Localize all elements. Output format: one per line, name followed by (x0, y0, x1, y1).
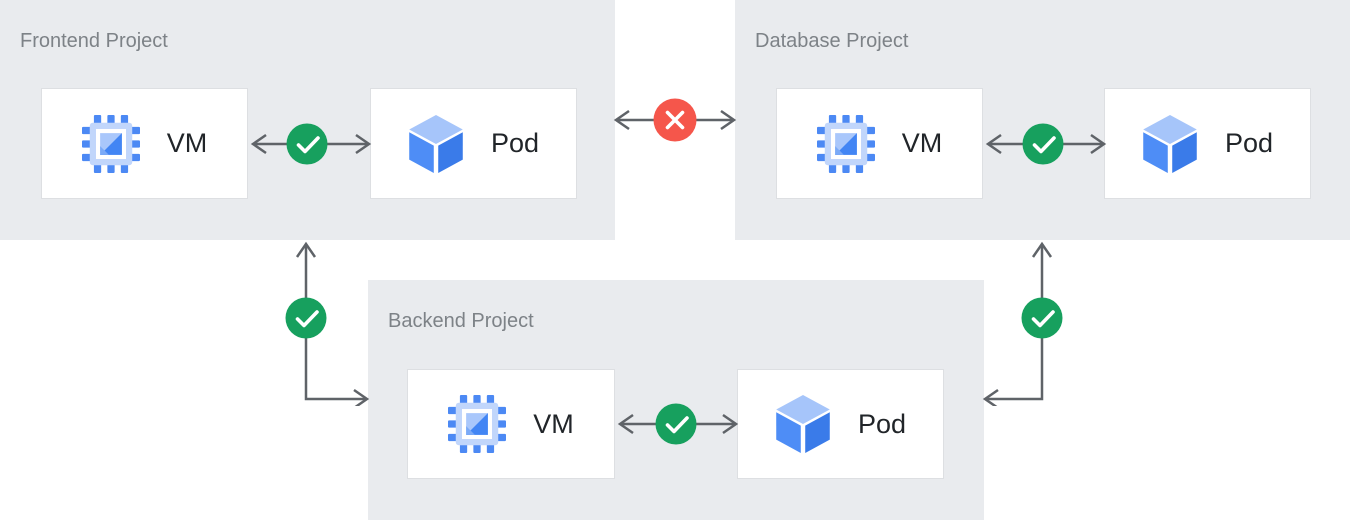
pod-icon (1142, 114, 1198, 173)
vm-icon (448, 395, 507, 453)
connection-database-vm-pod (985, 123, 1107, 165)
check-icon (665, 416, 689, 434)
arrow-up-icon (1031, 241, 1053, 258)
arrow-right-icon (353, 388, 370, 406)
pod-icon (408, 114, 464, 173)
cross-icon (665, 110, 685, 130)
pod-label: Pod (857, 408, 907, 439)
arrow-left-icon (982, 388, 999, 406)
connection-frontend-vm-pod (250, 123, 372, 165)
arrow-right-icon (1090, 133, 1107, 155)
arrow-left-icon (985, 133, 1002, 155)
vm-label: VM (901, 128, 943, 158)
node-card-frontend-pod: Pod (370, 88, 577, 199)
arrow-right-icon (355, 133, 372, 155)
connection-frontend-backend (285, 241, 370, 406)
check-icon (1031, 310, 1055, 328)
vm-label: VM (166, 128, 208, 158)
project-title-database: Database Project (755, 30, 909, 52)
arrow-left-icon (613, 109, 630, 131)
arrow-left-icon (250, 133, 267, 155)
node-card-database-pod: Pod (1104, 88, 1311, 199)
node-card-frontend-vm: VM (41, 88, 248, 199)
vm-icon (81, 114, 140, 173)
node-card-backend-vm: VM (407, 369, 615, 479)
arrow-right-icon (720, 109, 737, 131)
arrow-left-icon (617, 413, 634, 435)
node-card-database-vm: VM (776, 88, 983, 199)
project-title-backend: Backend Project (388, 310, 534, 332)
project-box-frontend: Frontend Project VM (0, 0, 615, 240)
pod-label: Pod (490, 128, 540, 158)
connection-frontend-database (613, 98, 737, 142)
connection-backend-vm-pod (617, 403, 739, 445)
project-title-frontend: Frontend Project (20, 30, 168, 52)
project-box-database: Database Project VM (735, 0, 1350, 240)
project-box-backend: Backend Project VM (368, 280, 984, 520)
vm-label: VM (533, 408, 574, 439)
connection-database-backend (982, 241, 1063, 406)
vm-icon (816, 114, 875, 173)
arrow-up-icon (295, 241, 317, 258)
pod-icon (775, 395, 831, 453)
pod-label: Pod (1224, 128, 1274, 158)
arrow-right-icon (722, 413, 739, 435)
node-card-backend-pod: Pod (737, 369, 944, 479)
check-icon (296, 136, 320, 154)
check-icon (1032, 136, 1056, 154)
check-icon (295, 310, 319, 328)
